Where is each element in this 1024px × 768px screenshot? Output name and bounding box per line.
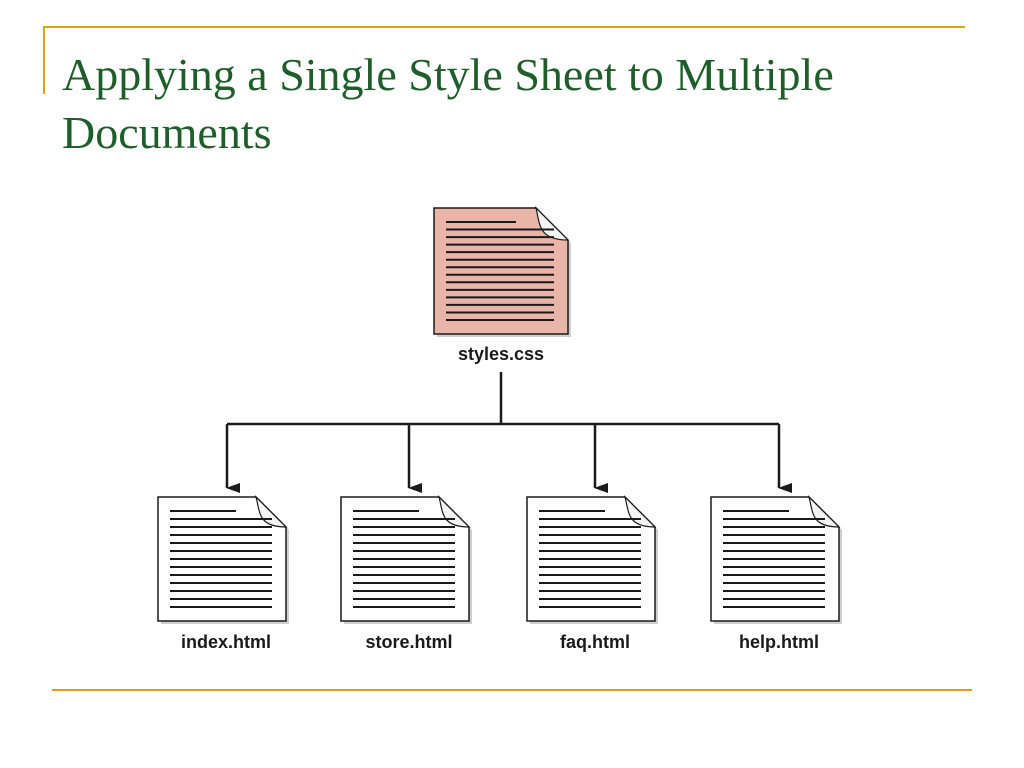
- html-document-icon: [340, 494, 472, 624]
- target-document-group: [157, 494, 842, 624]
- connector-lines: [225, 372, 792, 493]
- target-file-label-index: index.html: [181, 632, 271, 652]
- html-document-icon: [710, 494, 842, 624]
- target-file-label-store: store.html: [365, 632, 452, 652]
- stylesheet-page: [433, 206, 571, 337]
- slide-title: Applying a Single Style Sheet to Multipl…: [62, 49, 834, 158]
- target-file-label-help: help.html: [739, 632, 819, 652]
- document-fold: [534, 206, 570, 241]
- bottom-rule: [52, 689, 972, 691]
- title-accent-bar: [43, 26, 45, 94]
- html-document-icon: [157, 494, 289, 624]
- document-page: [433, 207, 569, 335]
- source-file-label: styles.css: [458, 344, 544, 364]
- stylesheet-document-icon: [433, 206, 571, 337]
- html-document-icon: [526, 494, 658, 624]
- title-accent-rule: [43, 26, 965, 28]
- target-file-label-faq: faq.html: [560, 632, 630, 652]
